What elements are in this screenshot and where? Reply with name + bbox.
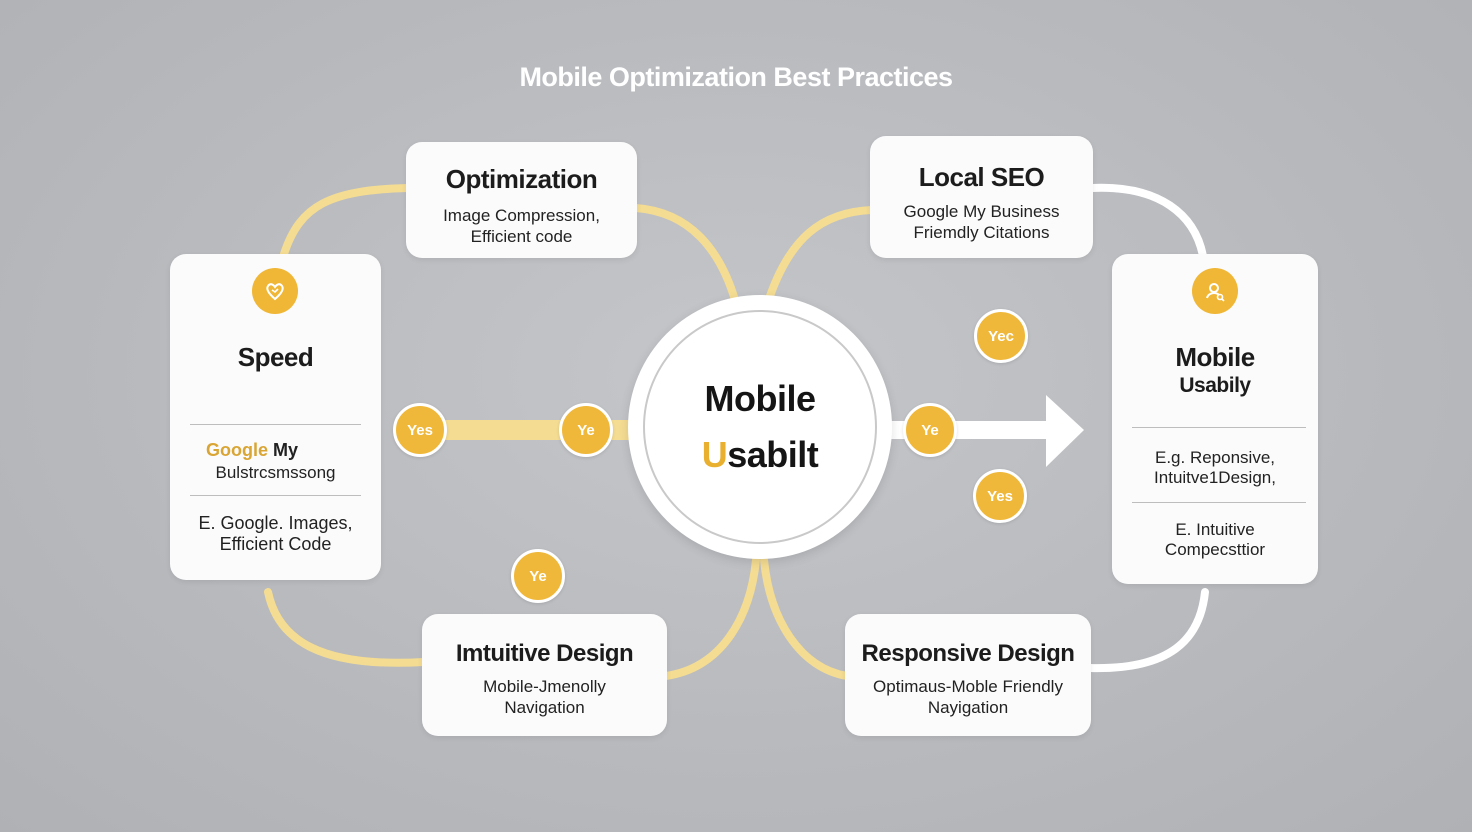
- card-heading: Speed: [237, 342, 314, 372]
- yes-badge: Ye: [903, 403, 957, 457]
- card-subtext: Efficient code: [470, 227, 573, 246]
- card-subtext: Intuitve1Design,: [1154, 468, 1276, 487]
- card-heading: Responsive Design: [861, 640, 1075, 667]
- connector-hub-responsive: [760, 556, 851, 680]
- card-subtext: Efficient Code: [219, 534, 332, 554]
- card-subtext: Compecsttior: [1164, 540, 1266, 559]
- page-title: Mobile Optimization Best Practices: [519, 62, 953, 92]
- card-divider: [190, 424, 361, 425]
- connector-localseo-usability: [1088, 183, 1207, 260]
- card-subtext: Google My Business: [903, 202, 1060, 221]
- card-subtext: Nayigation: [927, 698, 1009, 717]
- card-subtext: E.g. Reponsive,: [1154, 448, 1275, 467]
- card-subtext: Navigation: [504, 698, 585, 717]
- google-logo-text: Google: [206, 440, 268, 460]
- yes-badge: Ye: [559, 403, 613, 457]
- yes-badge: Yes: [973, 469, 1027, 523]
- card-subtext: Image Compression,: [443, 206, 600, 225]
- card-intuitive-design: Imtuitive Design Mobile-Jmenolly Navigat…: [422, 614, 667, 736]
- heart-shield-icon: [252, 268, 298, 314]
- card-divider: [1132, 427, 1306, 428]
- hub-inner-ring: Mobile Usabilt: [643, 310, 877, 544]
- hub-title: Mobile: [704, 378, 817, 419]
- hub-accent-letter: U: [701, 434, 728, 475]
- connector-responsive-usability: [1086, 588, 1209, 673]
- hub-subtitle: Usabilt: [702, 434, 819, 476]
- card-speed: Speed Google My Bulstrcsmssong E. Google…: [170, 254, 381, 580]
- card-mobile-usability: Mobile Usabily E.g. Reponsive, Intuitve1…: [1112, 254, 1318, 584]
- card-heading: Optimization: [445, 164, 598, 194]
- card-subtext: Mobile-Jmenolly: [483, 677, 606, 696]
- card-heading: Imtuitive Design: [455, 640, 634, 667]
- card-heading: Mobile: [1175, 342, 1255, 372]
- card-local-seo: Local SEO Google My Business Friemdly Ci…: [870, 136, 1093, 258]
- card-heading: Usabily: [1179, 374, 1251, 397]
- hub-circle: Mobile Usabilt: [628, 295, 892, 559]
- card-responsive-design: Responsive Design Optimaus-Moble Friendl…: [845, 614, 1091, 736]
- google-my-line: Google My: [206, 440, 366, 461]
- card-subtext: My: [268, 440, 299, 460]
- card-subtext: Bulstrcsmssong: [215, 463, 336, 482]
- card-divider: [190, 495, 361, 496]
- card-subtext: Friemdly Citations: [913, 223, 1050, 242]
- hub-subtitle-rest: sabilt: [727, 434, 819, 475]
- connector-hub-localseo: [766, 206, 876, 300]
- card-subtext: E. Intuitive: [1175, 520, 1255, 539]
- card-divider: [1132, 502, 1306, 503]
- yes-badge: Yes: [393, 403, 447, 457]
- connector-optimization-hub: [632, 204, 739, 304]
- card-subtext: Optimaus-Moble Friendly: [873, 677, 1063, 696]
- card-subtext: E. Google. Images,: [198, 513, 353, 533]
- usability-arrow-head: [1046, 395, 1084, 467]
- yes-badge: Yec: [974, 309, 1028, 363]
- card-heading: Local SEO: [918, 162, 1045, 192]
- connector-speed-optimization: [280, 184, 412, 258]
- connector-speed-intuitive: [264, 588, 428, 667]
- connector-hub-intuitive: [662, 556, 760, 680]
- yes-badge: Ye: [511, 549, 565, 603]
- card-optimization: Optimization Image Compression, Efficien…: [406, 142, 637, 258]
- user-search-icon: [1192, 268, 1238, 314]
